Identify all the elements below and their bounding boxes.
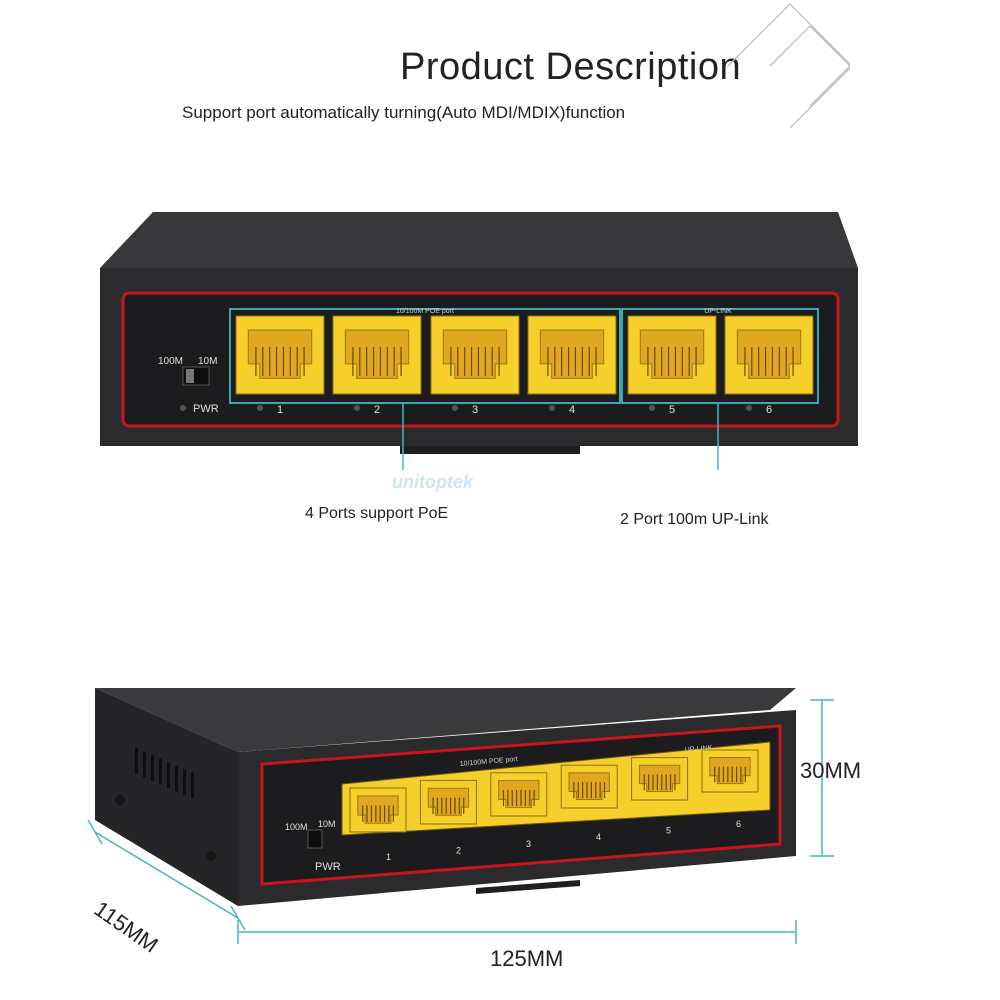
bottom-power-label: PWR — [315, 861, 341, 873]
dimension-width: 125MM — [490, 946, 564, 971]
speed-label-10m: 10M — [198, 356, 217, 367]
top-port-led-3 — [452, 405, 458, 411]
top-port-number-1: 1 — [277, 404, 283, 416]
top-rj45-port-1 — [235, 315, 325, 395]
bottom-port-number-6: 6 — [736, 819, 741, 829]
page-title: Product Description — [400, 46, 742, 88]
bottom-uplink-group-label: UP-LINK — [685, 745, 713, 754]
top-rj45-port-5 — [627, 315, 717, 395]
top-port-number-6: 6 — [766, 404, 772, 416]
bottom-speed-label-100m: 100M — [285, 822, 308, 832]
top-port-led-1 — [257, 405, 263, 411]
dimension-height: 30MM — [800, 758, 862, 783]
bottom-port-number-5: 5 — [666, 826, 671, 836]
top-rj45-port-6 — [724, 315, 814, 395]
callout-poe: 4 Ports support PoE — [305, 505, 449, 522]
bottom-rj45-port-1 — [349, 787, 407, 833]
chevron-decoration-icon — [727, 3, 850, 129]
bottom-port-number-4: 4 — [596, 832, 601, 842]
uplink-group-label: UP-LINK — [704, 308, 732, 315]
top-port-number-4: 4 — [569, 404, 575, 416]
top-rj45-port-4 — [527, 315, 617, 395]
bottom-port-number-3: 3 — [526, 839, 531, 849]
poe-group-label: 10/100M POE port — [396, 308, 454, 315]
bottom-switch-perspective-view: 10/100M POE port UP-LINK 100M 10M PWR 12… — [87, 688, 834, 944]
bottom-speed-label-10m: 10M — [318, 819, 336, 829]
bottom-rj45-port-6 — [701, 749, 759, 793]
bottom-port-number-2: 2 — [456, 845, 461, 855]
uplink-group-outline — [621, 308, 819, 404]
power-label: PWR — [193, 403, 219, 415]
poe-group-outline — [229, 308, 621, 404]
bottom-rj45-port-5 — [631, 757, 689, 801]
bottom-rj45-port-2 — [419, 779, 477, 825]
top-port-number-3: 3 — [472, 404, 478, 416]
bottom-port-number-1: 1 — [386, 852, 391, 862]
top-switch-front-view: 10/100M POE port UP-LINK 100M 10M PWR 1 2… — [100, 212, 858, 470]
top-port-led-5 — [649, 405, 655, 411]
top-rj45-port-2 — [332, 315, 422, 395]
bottom-rj45-port-4 — [560, 764, 618, 809]
speed-label-100m: 100M — [158, 356, 183, 367]
top-port-number-5: 5 — [669, 404, 675, 416]
callout-uplink: 2 Port 100m UP-Link — [620, 511, 769, 528]
watermark-logo: unitoptek — [392, 472, 473, 492]
top-port-led-6 — [746, 405, 752, 411]
power-led — [180, 405, 186, 411]
top-port-led-4 — [549, 405, 555, 411]
top-port-led-2 — [354, 405, 360, 411]
top-rj45-port-3 — [430, 315, 520, 395]
bottom-rj45-port-3 — [490, 772, 548, 817]
top-port-number-2: 2 — [374, 404, 380, 416]
page-subtitle: Support port automatically turning(Auto … — [182, 103, 626, 122]
